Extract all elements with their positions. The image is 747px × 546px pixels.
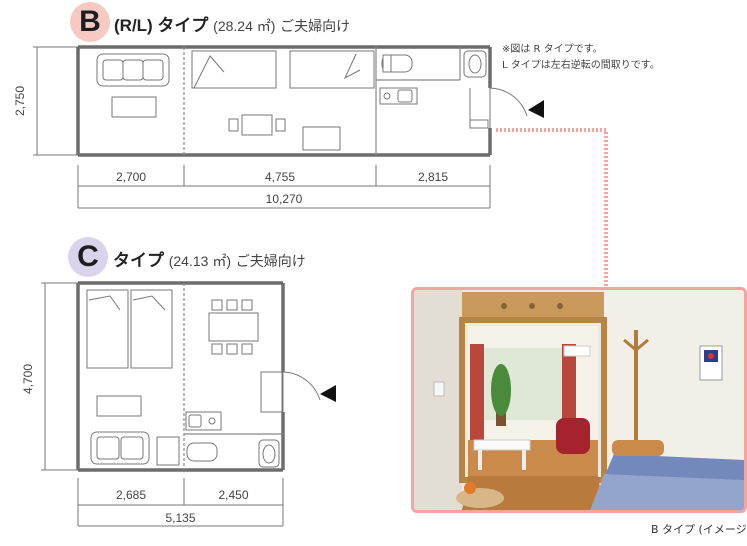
type-b-note-line2: L タイプは左右逆転の間取りです。: [502, 60, 660, 71]
type-c-area: (24.13 ㎡): [168, 253, 231, 269]
type-c-height-dim: 4,700: [21, 363, 36, 395]
type-c-total-width: 5,135: [165, 511, 196, 525]
type-c-width-dim-2: 2,450: [218, 488, 249, 502]
type-b-height-dim: 2,750: [13, 85, 28, 117]
type-c-title: タイプ (24.13 ㎡) ご夫婦向け: [113, 246, 306, 271]
type-b-note-line1: ※図は R タイプです。: [502, 44, 603, 55]
type-b-width-dim-2: 4,755: [264, 170, 296, 184]
type-c-suffix: ご夫婦向け: [235, 253, 306, 269]
type-c-badge: C: [68, 237, 108, 277]
type-b-badge: B: [70, 2, 110, 42]
type-b-suffix: ご夫婦向け: [280, 18, 351, 34]
type-b-width-dim-3: 2,815: [417, 170, 449, 184]
type-c-width-dim-1: 2,685: [115, 488, 147, 502]
room-photo: [411, 287, 747, 513]
type-b-title: (R/L) タイプ (28.24 ㎡) ご夫婦向け: [114, 11, 350, 36]
type-b-total-width: 10,270: [265, 192, 303, 206]
type-b-width-dim-1: 2,700: [115, 170, 147, 184]
type-b-title-main: (R/L) タイプ: [114, 16, 209, 35]
room-illustration: [414, 290, 744, 510]
type-b-note: ※図は R タイプです。 L タイプは左右逆転の間取りです。: [502, 42, 660, 74]
type-c-title-main: タイプ: [113, 251, 164, 270]
type-b-area: (28.24 ㎡): [213, 18, 276, 34]
photo-caption: B タイプ (イメージ): [651, 523, 747, 536]
